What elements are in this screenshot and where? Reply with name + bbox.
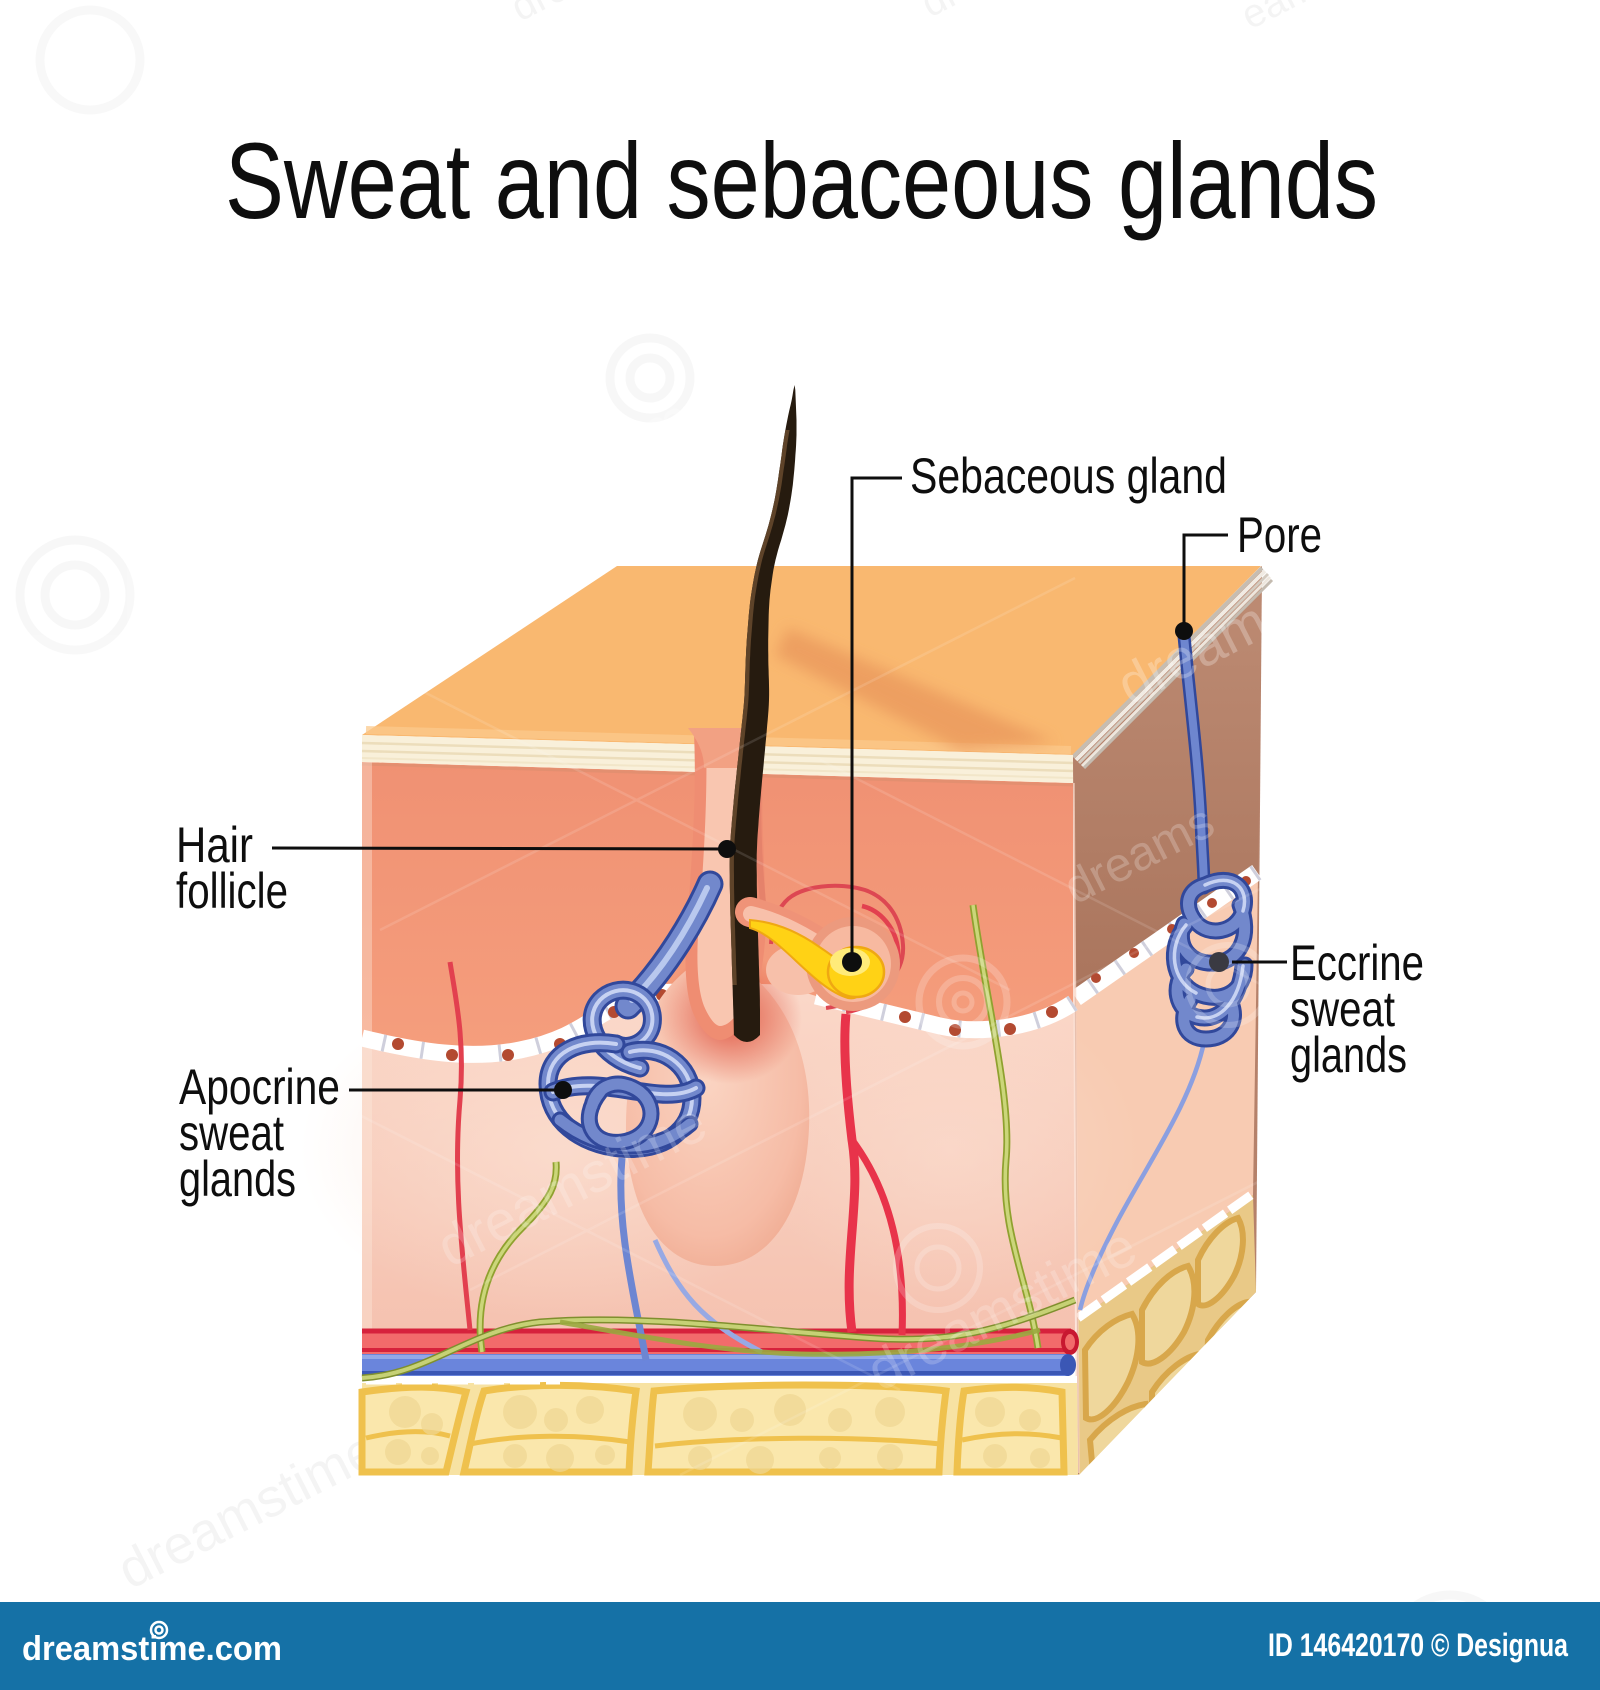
svg-text:glands: glands <box>179 1151 296 1207</box>
svg-text:dreamstime.com: dreamstime.com <box>22 1630 282 1668</box>
svg-text:sweat: sweat <box>179 1105 284 1161</box>
svg-text:ID 146420170 © Designua: ID 146420170 © Designua <box>1268 1627 1568 1663</box>
svg-text:Sweat and sebaceous glands: Sweat and sebaceous glands <box>225 120 1378 241</box>
svg-text:Hair: Hair <box>176 817 253 873</box>
svg-text:sweat: sweat <box>1290 981 1395 1037</box>
svg-text:Pore: Pore <box>1237 507 1322 563</box>
svg-text:glands: glands <box>1290 1027 1407 1083</box>
svg-text:Apocrine: Apocrine <box>179 1059 340 1115</box>
svg-text:follicle: follicle <box>176 863 288 919</box>
svg-text:Eccrine: Eccrine <box>1290 935 1424 991</box>
svg-text:Sebaceous gland: Sebaceous gland <box>910 448 1227 504</box>
